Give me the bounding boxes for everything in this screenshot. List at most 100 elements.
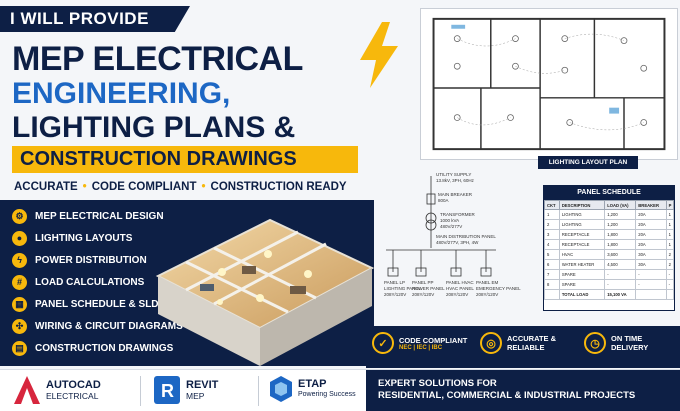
svg-text:R: R xyxy=(161,381,174,401)
single-line-diagram: UTILITY SUPPLY 13.8kV, 3PH, 60Hz MAIN BR… xyxy=(384,172,521,297)
sld-main-dist-label: MAIN DISTRIBUTION PANEL xyxy=(436,234,496,239)
table-cell: - xyxy=(665,269,674,280)
service-item: # LOAD CALCULATIONS xyxy=(12,275,144,290)
sld-utility-value: 13.8kV, 3PH, 60Hz xyxy=(436,178,475,183)
table-cell: 20A xyxy=(635,239,667,250)
sld-panel-name: PANEL PP xyxy=(412,280,434,285)
divider xyxy=(140,376,141,406)
autocad-subtitle: ELECTRICAL xyxy=(46,391,99,401)
bulb-icon: ● xyxy=(12,231,27,246)
revit-icon: R xyxy=(154,376,180,404)
clock-icon: ◷ xyxy=(584,332,606,354)
badge-title: CODE COMPLIANT xyxy=(399,335,468,345)
title-line-2: ENGINEERING, xyxy=(12,77,231,110)
table-cell: 3,600 xyxy=(604,249,637,260)
table-cell: 1 xyxy=(665,229,674,240)
table-cell: 1 xyxy=(544,209,560,220)
table-cell: - xyxy=(635,269,667,280)
column-header: BREAKER xyxy=(635,200,667,210)
sld-main-dist-value: 480V/277V, 3PH, 4W xyxy=(436,240,479,245)
tagline-construction-ready: CONSTRUCTION READY xyxy=(210,181,347,193)
panel-schedule: PANEL SCHEDULE CKT DESCRIPTION LOAD (VA)… xyxy=(543,185,675,311)
divider xyxy=(258,376,259,406)
sld-transformer-rating: 1000 kVA xyxy=(440,218,459,223)
autocad-title: AUTOCAD xyxy=(46,379,101,391)
expert-solutions-text: EXPERT SOLUTIONS FOR RESIDENTIAL, COMMER… xyxy=(366,370,680,411)
title-line-1: MEP ELECTRICAL xyxy=(12,40,303,78)
table-cell: HVAC xyxy=(558,249,606,260)
badge-code-compliant: ✓ CODE COMPLIANT NEC | IEC | IBC xyxy=(372,332,467,354)
table-cell: 1,200 xyxy=(604,219,637,230)
sld-panel-voltage: 208Y/120V xyxy=(384,292,406,297)
target-icon: ◎ xyxy=(480,332,502,354)
tagline: ACCURATE•CODE COMPLIANT•CONSTRUCTION REA… xyxy=(14,181,347,193)
table-cell xyxy=(665,289,674,300)
shield-check-icon: ✓ xyxy=(372,332,394,354)
autocad-icon xyxy=(14,376,40,404)
service-label: LOAD CALCULATIONS xyxy=(35,277,145,288)
service-label: POWER DISTRIBUTION xyxy=(35,255,147,266)
column-header: P xyxy=(665,200,674,210)
table-cell: 2 xyxy=(665,249,674,260)
sld-panel-name: PANEL HVAC xyxy=(446,280,474,285)
expert-line-1: EXPERT SOLUTIONS FOR xyxy=(378,378,497,389)
table-cell: 30A xyxy=(635,249,667,260)
service-item: ▤ CONSTRUCTION DRAWINGS xyxy=(12,341,173,356)
table-cell: 1,200 xyxy=(604,209,637,220)
service-item: ▦ PANEL SCHEDULE & SLD xyxy=(12,297,159,312)
gear-icon: ⚙ xyxy=(12,209,27,224)
sld-panel-name: PANEL EM xyxy=(476,280,499,285)
badge-title: ACCURATE & RELIABLE xyxy=(507,334,557,352)
etap-icon xyxy=(270,376,292,402)
service-item: ⚙ MEP ELECTRICAL DESIGN xyxy=(12,209,164,224)
title-line-3: LIGHTING PLANS & xyxy=(12,111,296,144)
table-cell: 7 xyxy=(544,269,560,280)
table-cell: - xyxy=(665,279,674,290)
table-cell: LIGHTING xyxy=(558,209,606,220)
badges-strip: ✓ CODE COMPLIANT NEC | IEC | IBC ◎ ACCUR… xyxy=(366,326,680,368)
service-label: LIGHTING LAYOUTS xyxy=(35,233,133,244)
service-label: MEP ELECTRICAL DESIGN xyxy=(35,211,164,222)
services-panel: ⚙ MEP ELECTRICAL DESIGN ● LIGHTING LAYOU… xyxy=(0,200,375,366)
table-cell: 20A xyxy=(635,209,667,220)
column-header: LOAD (VA) xyxy=(604,200,637,210)
tagline-code-compliant: CODE COMPLIANT xyxy=(91,181,197,193)
panel-schedule-title: PANEL SCHEDULE xyxy=(544,186,674,200)
badge-accurate: ◎ ACCURATE & RELIABLE xyxy=(480,332,567,354)
sld-main-breaker-value: 800A xyxy=(438,198,449,203)
calculator-icon: # xyxy=(12,275,27,290)
panel-icon: ▦ xyxy=(12,297,27,312)
sld-panel-voltage: 208Y/120V xyxy=(476,292,498,297)
service-label: PANEL SCHEDULE & SLD xyxy=(35,299,159,310)
etap-title: ETAP xyxy=(298,378,327,390)
tagline-dot: • xyxy=(82,181,87,193)
table-cell: - xyxy=(635,279,667,290)
table-cell: 5 xyxy=(544,249,560,260)
lightning-bolt-icon xyxy=(360,22,398,88)
service-item: ● LIGHTING LAYOUTS xyxy=(12,231,132,246)
service-item: ϟ POWER DISTRIBUTION xyxy=(12,253,147,268)
sld-transformer-label: TRANSFORMER xyxy=(440,212,476,217)
table-cell: LIGHTING xyxy=(558,219,606,230)
table-cell: 3 xyxy=(544,229,560,240)
tagline-accurate: ACCURATE xyxy=(14,181,78,193)
table-cell: 4 xyxy=(544,239,560,250)
sld-transformer-voltage: 480V/277V xyxy=(440,224,462,229)
table-cell: 15,100 VA xyxy=(604,289,637,300)
table-cell: 20A xyxy=(635,229,667,240)
sld-panel-type: EMERGENCY PANEL xyxy=(476,286,521,291)
table-cell: SPARE xyxy=(558,279,606,290)
sld-main-breaker-label: MAIN BREAKER xyxy=(438,192,473,197)
sld-panel-voltage: 208Y/120V xyxy=(446,292,468,297)
revit-title: REVIT xyxy=(186,379,219,391)
sld-panel-type: LIGHTING PANEL xyxy=(384,286,421,291)
badge-on-time: ◷ ON TIME DELIVERY xyxy=(584,332,671,354)
